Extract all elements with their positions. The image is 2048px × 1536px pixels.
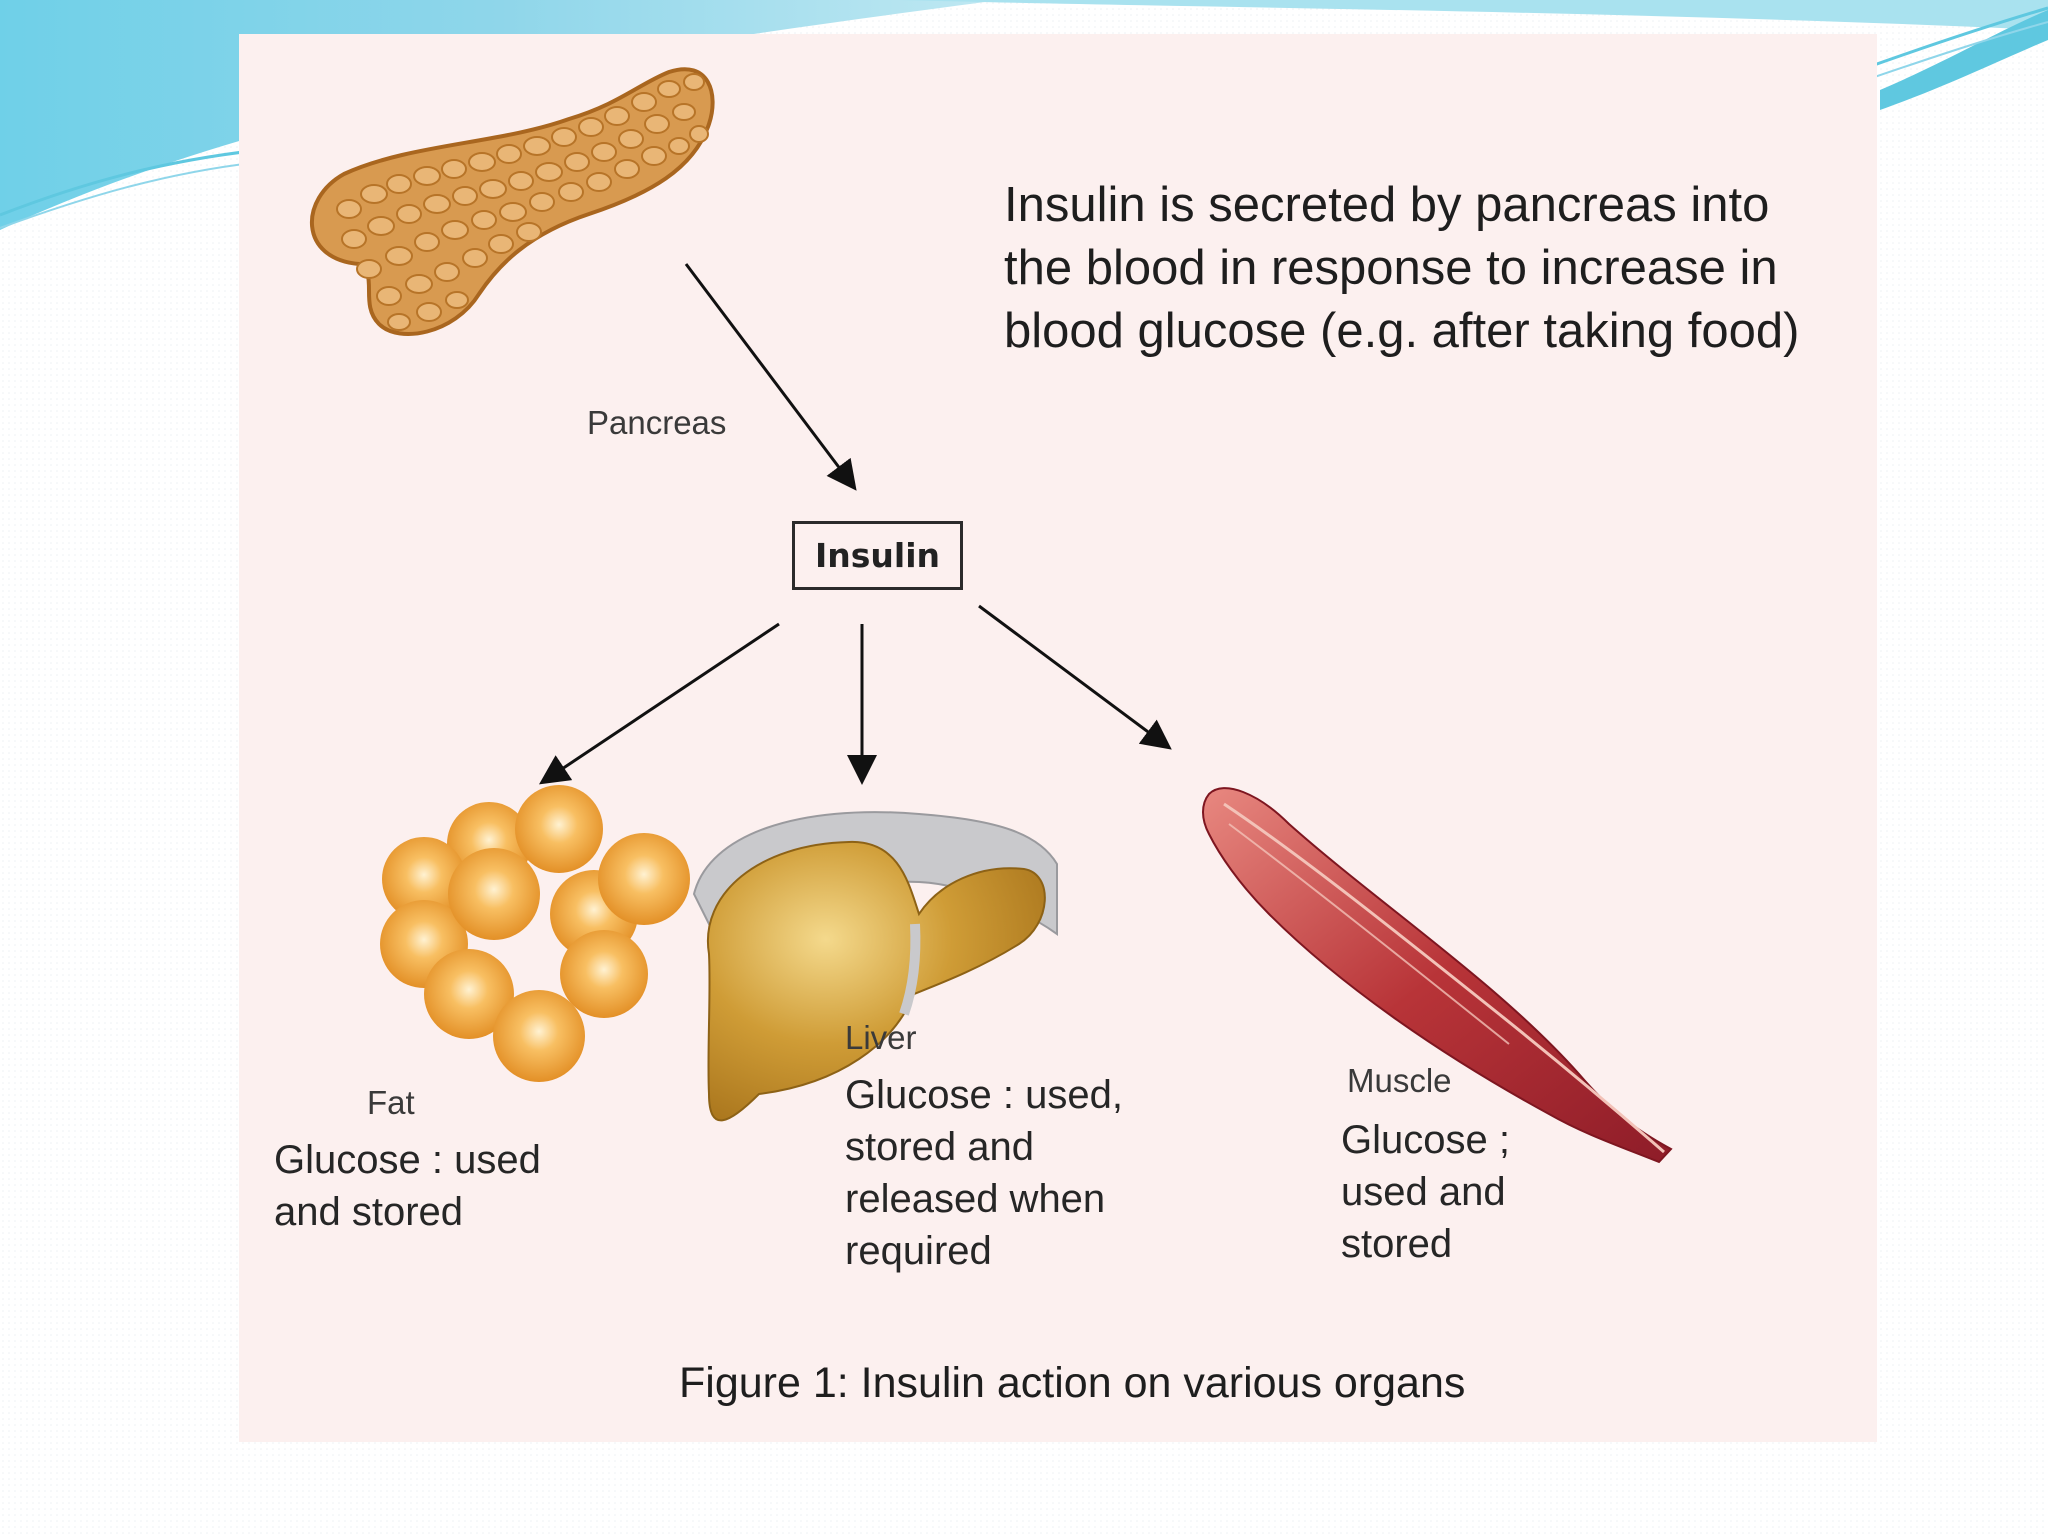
liver-illustration <box>692 811 1058 1122</box>
insulin-box: Insulin <box>792 521 963 590</box>
fat-description-line: Glucose : used <box>274 1138 541 1182</box>
muscle-label: Muscle <box>1347 1062 1452 1099</box>
figure-caption: Figure 1: Insulin action on various orga… <box>679 1359 1466 1407</box>
arrow-pancreas-to-insulin <box>684 263 857 491</box>
diagram-graphics <box>310 67 1673 1164</box>
fat-cells-illustration <box>380 785 690 1082</box>
liver-description-line: released when <box>845 1177 1106 1221</box>
description-line: blood glucose (e.g. after taking food) <box>1004 304 1800 358</box>
pancreas-label: Pancreas <box>587 404 727 441</box>
diagram-panel: Insulin is secreted by pancreas into the… <box>239 34 1877 1442</box>
fat-label: Fat <box>367 1084 415 1121</box>
muscle-description-line: stored <box>1341 1222 1453 1266</box>
liver-description-line: required <box>845 1229 992 1273</box>
muscle-description-line: used and <box>1341 1170 1506 1214</box>
description-line: Insulin is secreted by pancreas into <box>1004 178 1770 232</box>
liver-label: Liver <box>845 1019 917 1056</box>
fat-description-line: and stored <box>274 1190 464 1234</box>
muscle-illustration <box>1202 787 1673 1164</box>
description-text: Insulin is secreted by pancreas into the… <box>1004 174 1799 363</box>
pancreas-illustration <box>310 67 715 336</box>
muscle-description: Glucose ; used and stored <box>1341 1114 1510 1270</box>
description-line: the blood in response to increase in <box>1004 241 1778 295</box>
liver-description-line: stored and <box>845 1125 1035 1169</box>
fat-description: Glucose : used and stored <box>274 1134 541 1238</box>
arrow-insulin-to-muscle <box>978 604 1172 750</box>
arrow-insulin-to-fat <box>539 622 780 785</box>
liver-description: Glucose : used, stored and released when… <box>845 1069 1123 1277</box>
muscle-description-line: Glucose ; <box>1341 1118 1510 1162</box>
liver-description-line: Glucose : used, <box>845 1073 1123 1117</box>
